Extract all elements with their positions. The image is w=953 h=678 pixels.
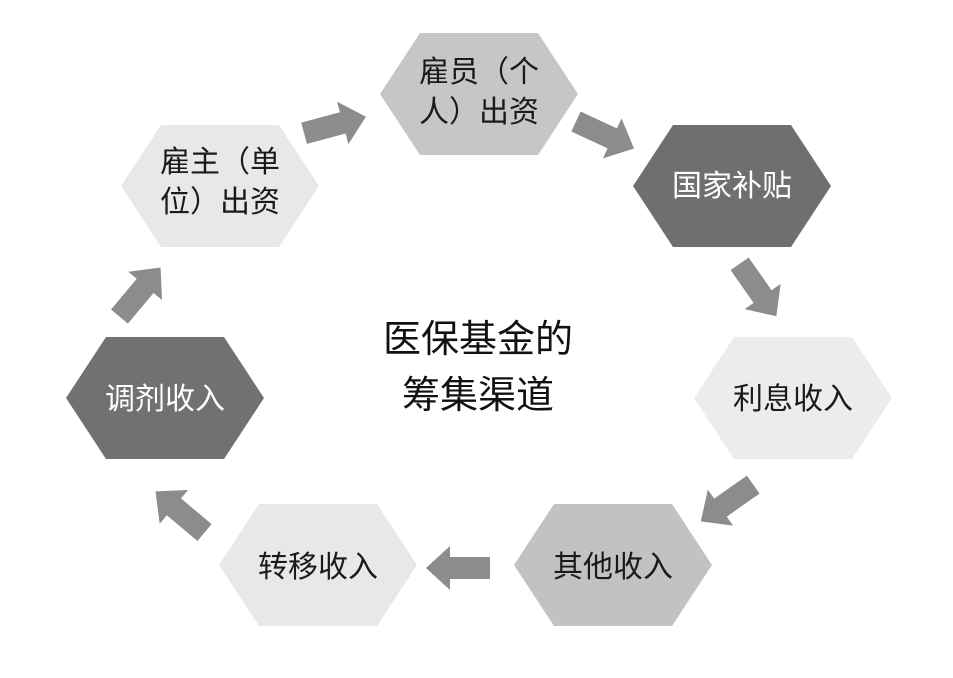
node-other-income: 其他收入: [553, 550, 673, 585]
hexagon-state-subsidy: [633, 125, 831, 247]
center-title-line1: 医保基金的: [383, 317, 573, 361]
node-employer-line1: 雇主（单: [160, 145, 280, 180]
node-state-subsidy: 国家补贴: [672, 169, 792, 204]
flow-arrow-icon: [111, 267, 162, 324]
flow-arrow-icon: [426, 546, 490, 590]
node-transfer-income: 转移收入: [258, 550, 378, 585]
node-employee-line2: 人）出资: [419, 95, 539, 130]
node-employee-line1: 雇员（个: [419, 55, 539, 90]
flow-arrow-icon: [700, 475, 760, 526]
node-interest-income: 利息收入: [733, 382, 853, 417]
hexagon-other-income: [514, 504, 712, 626]
flow-arrow-icon: [571, 111, 635, 159]
node-employer-line2: 位）出资: [160, 185, 280, 220]
node-adjustment-income: 调剂收入: [105, 382, 225, 417]
flow-arrow-icon: [155, 490, 212, 541]
flow-arrow-icon: [730, 257, 781, 317]
hexagon-transfer-income: [219, 504, 417, 626]
hexagon-employer: [121, 125, 319, 247]
hexagon-employee: [380, 33, 578, 155]
flow-arrow-icon: [301, 101, 366, 145]
center-title-line2: 筹集渠道: [402, 373, 554, 417]
hexagon-adjustment-income: [66, 337, 264, 459]
hexagon-interest-income: [694, 337, 892, 459]
